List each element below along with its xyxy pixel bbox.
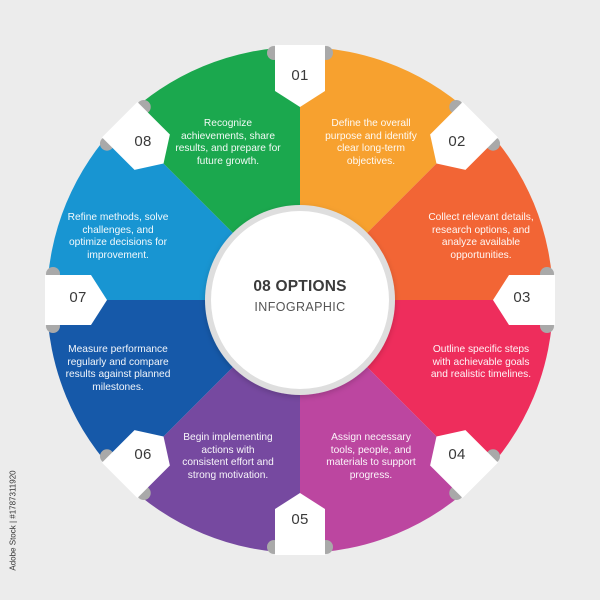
center-circle <box>211 211 389 389</box>
option-01-number: 01 <box>291 67 309 84</box>
option-06-description: Measure performance regularly and compar… <box>65 344 171 393</box>
tab-shape-03 <box>493 275 555 325</box>
tab-shape-05 <box>275 493 325 555</box>
option-03-number: 03 <box>513 289 531 306</box>
tab-shape-08 <box>102 102 170 170</box>
stock-credit: Adobe Stock | #1787311920 <box>8 470 18 571</box>
center-title: 08 OPTIONS <box>253 278 347 295</box>
option-07-number: 07 <box>69 289 87 306</box>
option-01-description: Define the overall purpose and identify … <box>325 118 417 167</box>
option-05-number: 05 <box>291 511 309 528</box>
option-02-description: Collect relevant details, research optio… <box>428 212 534 261</box>
tab-shape-07 <box>45 275 107 325</box>
option-07-description: Refine methods, solve challenges, and op… <box>67 212 169 261</box>
option-04-number: 04 <box>448 446 466 463</box>
center-subtitle: INFOGRAPHIC <box>254 300 346 314</box>
number-tabs <box>45 45 555 555</box>
tab-shape-02 <box>430 102 498 170</box>
option-02-number: 02 <box>448 133 466 150</box>
option-08-number: 08 <box>134 133 152 150</box>
tab-shape-04 <box>430 430 498 498</box>
option-08-description: Recognize achievements, share results, a… <box>175 118 281 167</box>
option-05-description: Begin implementing actions with consiste… <box>182 432 274 481</box>
tab-shape-06 <box>102 430 170 498</box>
option-06-number: 06 <box>134 446 152 463</box>
option-03-description: Outline specific steps with achievable g… <box>430 344 532 381</box>
tab-shape-01 <box>275 45 325 107</box>
option-04-description: Assign necessary tools, people, and mate… <box>326 432 416 481</box>
